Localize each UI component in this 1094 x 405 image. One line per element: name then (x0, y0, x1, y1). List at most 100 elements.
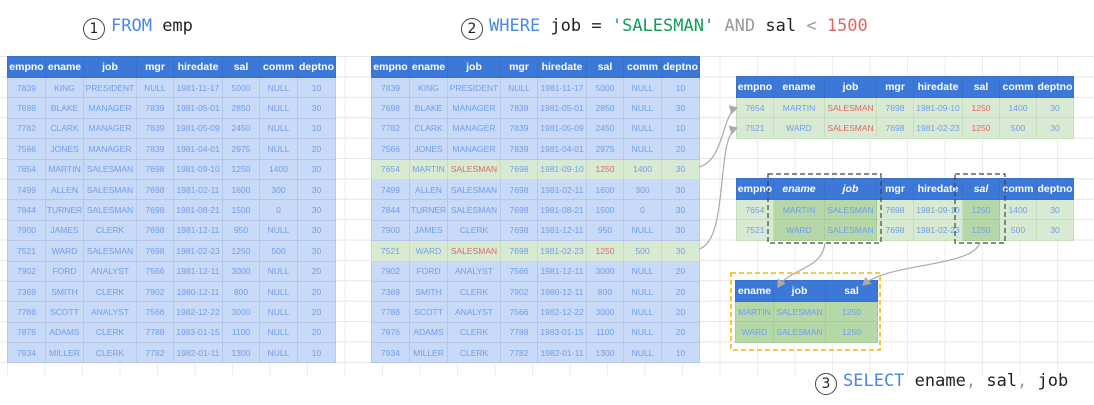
cell-sal: 1250 (825, 321, 878, 343)
cell-comm: NULL (259, 301, 298, 323)
cell-ename: KING (45, 76, 84, 99)
cell-sal: 3000 (586, 301, 624, 323)
cell-hiredate: 1980-12-11 (173, 280, 223, 303)
cell-comm: NULL (623, 117, 662, 140)
cell-empno: 7654 (371, 158, 410, 180)
cell-mgr: 7698 (136, 219, 174, 242)
cell-sal: 2850 (586, 97, 624, 119)
cell-empno: 7876 (371, 321, 410, 344)
cell-hiredate: 1981-04-01 (537, 138, 587, 160)
cell-ename: MARTIN (773, 198, 825, 221)
select-column: ename (904, 371, 966, 391)
cell-deptno: 30 (297, 199, 336, 221)
cell-sal: 2450 (222, 117, 260, 140)
cell-comm: 500 (999, 117, 1037, 139)
cell-job: SALESMAN (447, 199, 501, 221)
column-header-comm: comm (259, 56, 298, 78)
cell-job: CLERK (447, 219, 501, 242)
cell-empno: 7839 (7, 76, 46, 99)
cell-sal: 1600 (586, 178, 624, 201)
column-header-deptno: deptno (661, 56, 700, 78)
cell-empno: 7876 (7, 321, 46, 344)
cell-deptno: 30 (661, 158, 700, 180)
cell-deptno: 10 (661, 342, 700, 364)
cell-mgr: NULL (500, 76, 538, 99)
cell-deptno: 20 (297, 280, 336, 303)
cell-mgr: 7698 (876, 219, 914, 241)
cell-job: SALESMAN (824, 117, 877, 139)
cell-job: CLERK (447, 342, 501, 364)
cell-ename: JAMES (45, 219, 84, 242)
cell-deptno: 30 (661, 240, 700, 262)
column-header-comm: comm (623, 56, 662, 78)
cell-job: CLERK (83, 321, 137, 344)
cell-ename: SCOTT (45, 301, 84, 323)
cell-mgr: 7566 (500, 260, 538, 282)
cell-hiredate: 1981-05-09 (537, 117, 587, 140)
cell-comm: NULL (259, 321, 298, 344)
cell-ename: KING (409, 76, 448, 99)
cell-sal: 1250 (586, 158, 624, 180)
cell-deptno: 20 (297, 321, 336, 344)
table-name: emp (151, 16, 193, 36)
column-header-empno: empno (371, 56, 410, 78)
cell-comm: 1400 (999, 96, 1037, 119)
column-header-empno: empno (7, 56, 46, 78)
cell-hiredate: 1981-11-17 (537, 76, 587, 99)
cell-sal: 3000 (222, 260, 260, 282)
cell-ename: WARD (409, 240, 448, 262)
number-literal: 1500 (816, 16, 868, 36)
cell-mgr: 7698 (500, 158, 538, 180)
cell-job: SALESMAN (447, 240, 501, 262)
cell-job: CLERK (83, 342, 137, 364)
cell-comm: 1400 (623, 158, 662, 180)
cell-deptno: 30 (661, 199, 700, 221)
cell-comm: NULL (259, 342, 298, 364)
operator: < (806, 16, 817, 36)
cell-comm: NULL (623, 219, 662, 242)
cell-deptno: 20 (297, 301, 336, 323)
sal-dashed-box (954, 173, 1006, 244)
string-literal: 'SALESMAN' (611, 16, 715, 36)
cell-ename: CLARK (409, 117, 448, 140)
cell-job: PRESIDENT (447, 76, 501, 99)
cell-empno: 7369 (7, 280, 46, 303)
cell-job: MANAGER (83, 138, 137, 160)
cell-comm: 500 (999, 219, 1037, 241)
cell-sal: 1300 (586, 342, 624, 364)
cell-empno: 7654 (736, 198, 774, 221)
column-header-ename: ename (773, 178, 825, 200)
column-header-deptno: deptno (1036, 178, 1074, 200)
cell-deptno: 20 (297, 260, 336, 282)
cell-ename: BLAKE (45, 97, 84, 119)
column-header-empno: empno (736, 76, 774, 98)
cell-comm: 500 (623, 240, 662, 262)
cell-hiredate: 1981-08-21 (537, 199, 587, 221)
cell-job: CLERK (83, 280, 137, 303)
cell-mgr: NULL (136, 76, 174, 99)
cell-mgr: 7698 (500, 219, 538, 242)
cell-mgr: 7566 (500, 301, 538, 323)
cell-hiredate: 1981-02-23 (913, 117, 963, 139)
cell-empno: 7521 (736, 219, 774, 241)
cell-hiredate: 1982-01-11 (173, 342, 223, 364)
cell-deptno: 10 (297, 76, 336, 99)
cell-sal: 1300 (222, 342, 260, 364)
cell-mgr: 7698 (500, 178, 538, 201)
